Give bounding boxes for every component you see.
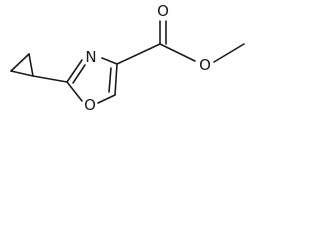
bond-c4-c5 [114, 63, 118, 96]
bond-cyclopropyl-1 [10, 53, 30, 72]
atom-label-ester-oxygen: O [199, 56, 211, 74]
bond-ester-o-methyl [213, 43, 245, 63]
bond-c5-o1 [97, 94, 116, 104]
bond-c2-n3 [66, 59, 83, 83]
bond-c2-n3-double [72, 64, 86, 84]
bond-carbonyl-ester-o [159, 43, 196, 62]
bond-cyclopropyl-3 [10, 70, 34, 77]
chemical-structure: N O O O [10, 2, 245, 114]
bond-c4-carbonyl [116, 43, 161, 65]
atom-label-carbonyl-oxygen: O [157, 2, 169, 20]
bond-cyclopropyl-to-c2 [32, 75, 68, 83]
cyclopropyl-group [10, 53, 68, 83]
bond-c4-c5-double [108, 67, 112, 93]
structure-canvas: N O O O [0, 0, 252, 126]
bond-n3-c4 [101, 57, 118, 65]
bond-cyclopropyl-2 [28, 53, 34, 77]
atom-label-ring-nitrogen: N [85, 48, 96, 66]
bond-o1-c2 [66, 81, 83, 102]
atom-label-ring-oxygen: O [84, 96, 96, 114]
methyl-ester-group [116, 20, 245, 65]
oxazole-ring [66, 57, 118, 104]
